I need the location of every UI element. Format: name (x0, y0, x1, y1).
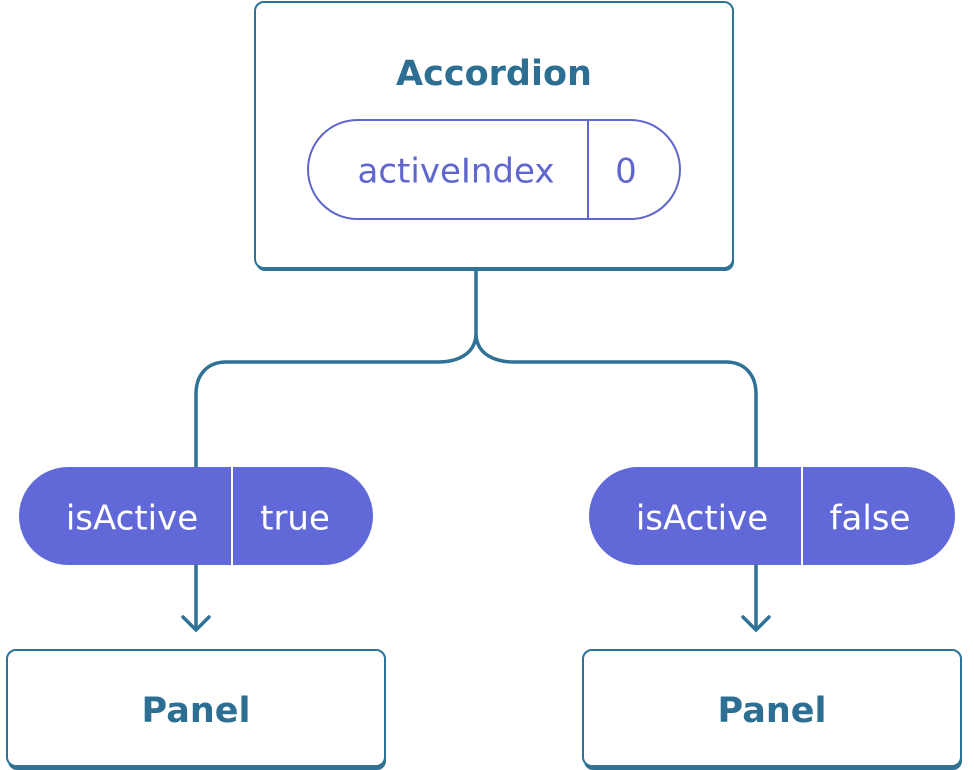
left-panel-title: Panel (142, 691, 251, 731)
right-panel-title: Panel (718, 691, 827, 731)
state-name-label: activeIndex (358, 152, 555, 192)
left-panel-node: Panel (6, 649, 386, 770)
accordion-title: Accordion (396, 54, 592, 94)
right-panel-node: Panel (582, 649, 962, 770)
accordion-node: Accordion activeIndex 0 (254, 1, 734, 271)
right-prop-pill: isActive false (589, 467, 955, 565)
right-prop-pill-bg (589, 467, 955, 565)
left-prop-pill-bg (19, 467, 373, 565)
left-panel-box (6, 649, 386, 767)
right-prop-name: isActive (636, 499, 768, 539)
left-arrow (181, 564, 211, 632)
right-prop-value: false (830, 499, 911, 539)
right-panel-box (582, 649, 962, 767)
accordion-state-pill: activeIndex 0 (307, 119, 681, 220)
left-prop-pill: isActive true (19, 467, 373, 565)
right-arrow (741, 564, 771, 632)
left-prop-name: isActive (66, 499, 198, 539)
left-prop-value: true (260, 499, 330, 539)
connector-tree (194, 269, 758, 469)
right-arrow-head (741, 615, 771, 632)
state-value-label: 0 (615, 152, 637, 192)
left-arrow-head (181, 615, 211, 632)
